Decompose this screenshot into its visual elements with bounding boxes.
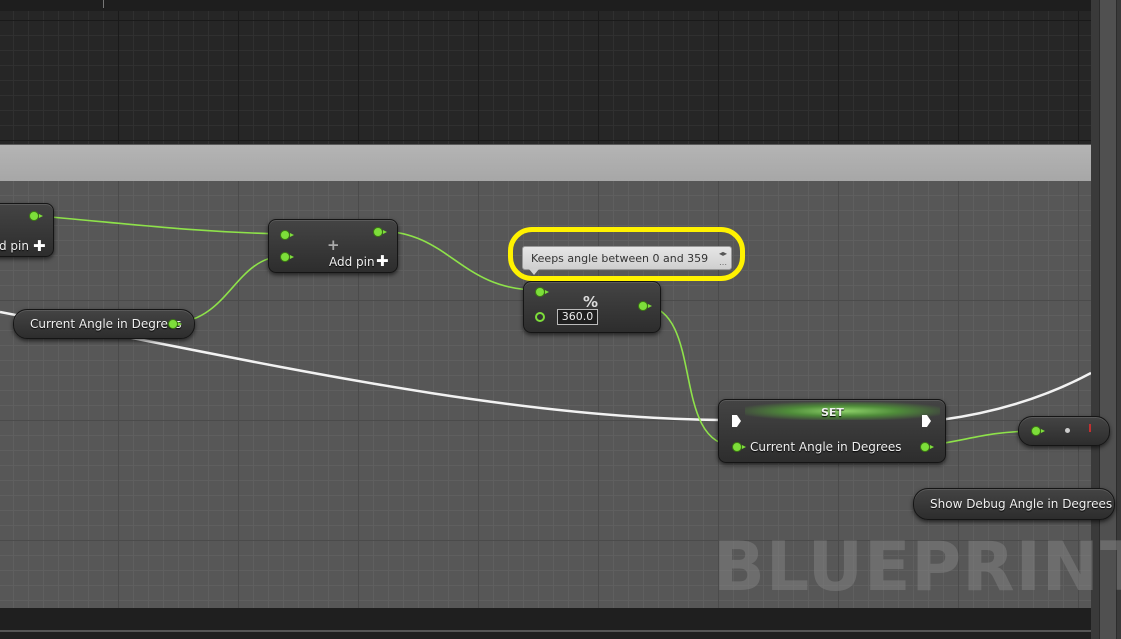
- set-node-header: [745, 402, 940, 420]
- conversion-dot-icon: [1065, 428, 1070, 433]
- set-variable-label: Current Angle in Degrees: [750, 440, 902, 454]
- float-input-pin[interactable]: [1031, 426, 1045, 436]
- scrollbar-vertical[interactable]: [1091, 0, 1121, 639]
- float-input-pin-b[interactable]: [280, 252, 294, 262]
- set-variable-node[interactable]: SET Current Angle in Degrees: [718, 399, 946, 463]
- float-output-pin[interactable]: [638, 301, 652, 311]
- exec-wire-out: [939, 371, 1091, 422]
- float-input-pin[interactable]: [732, 442, 746, 452]
- set-title: SET: [821, 406, 844, 419]
- plus-icon[interactable]: ✚: [376, 252, 389, 270]
- float-wire: [175, 255, 284, 324]
- get-debug-variable-node[interactable]: Show Debug Angle in Degrees: [913, 488, 1115, 520]
- exec-input-pin[interactable]: [732, 415, 741, 427]
- float-wire: [644, 304, 737, 447]
- float-output-pin[interactable]: [920, 442, 934, 452]
- pin-comment-icon[interactable]: ◂▸: [718, 249, 727, 258]
- graph-bottom-bar: [0, 608, 1091, 639]
- graph-background-top[interactable]: [0, 0, 1091, 144]
- comment-text: Keeps angle between 0 and 359: [531, 252, 709, 265]
- conversion-node-partial[interactable]: [1018, 416, 1110, 446]
- float-wire: [379, 230, 539, 291]
- ruler-tick: [103, 0, 104, 8]
- comment-box-body[interactable]: [0, 181, 1091, 608]
- modulo-divisor-input[interactable]: 360.0: [557, 309, 598, 325]
- float-wire: [39, 215, 284, 235]
- variable-label: Current Angle in Degrees: [30, 317, 182, 331]
- bubble-arrow: [529, 269, 539, 275]
- scrollbar-track[interactable]: [1099, 0, 1117, 639]
- add-node-partial[interactable]: d pin ✚: [0, 203, 54, 257]
- float-output-pin[interactable]: [29, 211, 43, 221]
- add-operator-icon: +: [327, 236, 340, 254]
- get-variable-node[interactable]: Current Angle in Degrees: [13, 309, 195, 339]
- node-comment-bubble[interactable]: Keeps angle between 0 and 359 ◂▸ ⋯: [522, 246, 732, 275]
- string-pin-edge: [1089, 424, 1091, 432]
- exec-output-pin[interactable]: [922, 415, 931, 427]
- graph-top-bar: [0, 0, 1091, 11]
- float-output-pin[interactable]: [168, 319, 182, 329]
- highlight-ring: [508, 227, 745, 281]
- variable-label: Show Debug Angle in Degrees: [930, 497, 1113, 511]
- modulo-operator-icon: %: [583, 293, 599, 311]
- add-node[interactable]: + Add pin ✚: [268, 219, 398, 273]
- float-input-pin-a[interactable]: [535, 287, 549, 297]
- blueprint-watermark: BLUEPRINT: [713, 528, 1121, 607]
- float-output-pin[interactable]: [373, 227, 387, 237]
- float-input-pin-a[interactable]: [280, 230, 294, 240]
- add-pin-label[interactable]: d pin: [0, 239, 29, 253]
- add-pin-label[interactable]: Add pin: [329, 255, 375, 269]
- float-input-pin-b[interactable]: [535, 312, 545, 322]
- plus-icon[interactable]: ✚: [33, 237, 46, 255]
